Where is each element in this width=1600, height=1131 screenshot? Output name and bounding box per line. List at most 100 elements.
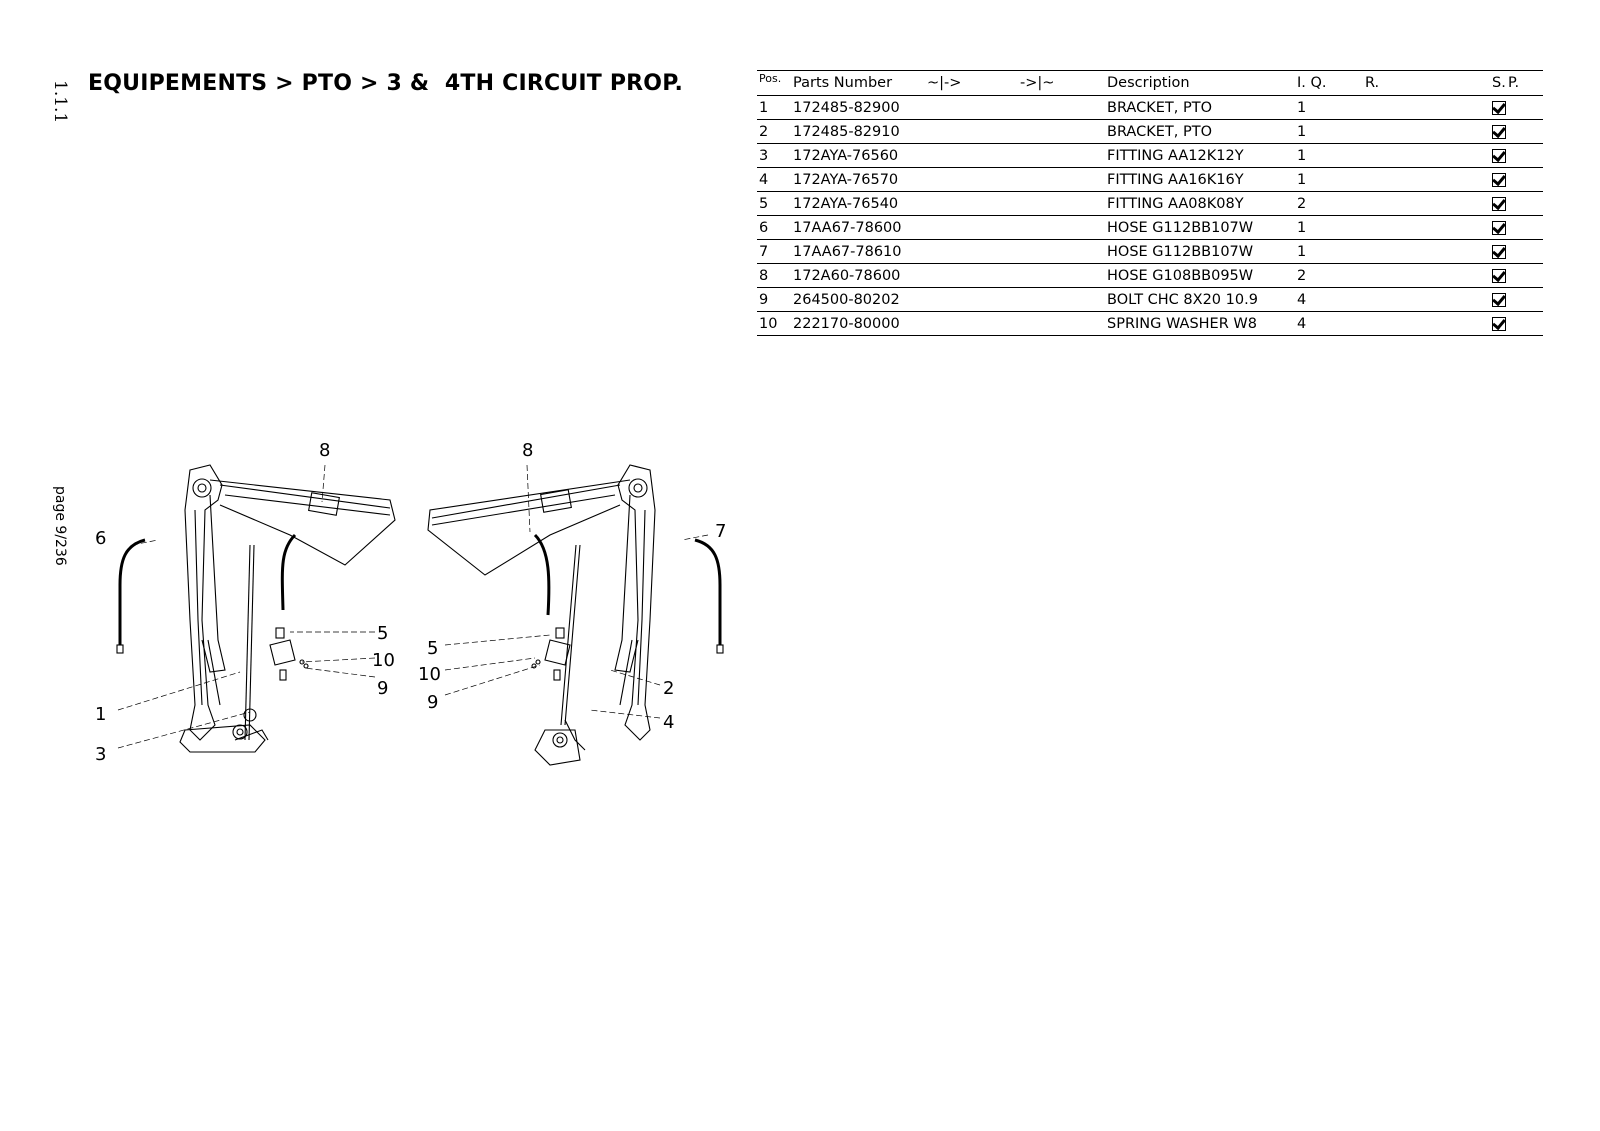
r-cell — [1363, 144, 1490, 168]
s-cell — [1490, 144, 1506, 168]
quantity-cell: 2 — [1297, 195, 1307, 212]
checked-checkbox-icon[interactable] — [1492, 124, 1506, 139]
quantity-cell: 1 — [1297, 147, 1307, 164]
table-row: 3 172AYA-76560 FITTING AA12K12Y 1 — [757, 144, 1543, 168]
r-cell — [1363, 168, 1490, 192]
header-parts-number: Parts Number — [793, 75, 893, 91]
r-cell — [1363, 240, 1490, 264]
callout-label: 10 — [372, 650, 395, 671]
description-cell: HOSE G108BB095W — [1107, 267, 1254, 284]
r-cell — [1363, 192, 1490, 216]
r-cell — [1363, 96, 1490, 120]
p-cell — [1506, 96, 1543, 120]
r-cell — [1363, 216, 1490, 240]
checked-checkbox-icon[interactable] — [1492, 100, 1506, 115]
header-iq: I. Q. — [1297, 75, 1327, 91]
quantity-cell: 1 — [1297, 219, 1307, 236]
callout-label: 6 — [95, 528, 106, 549]
pos-cell: 3 — [759, 147, 769, 164]
callout-label: 10 — [418, 664, 441, 685]
section-number: 1.1.1 — [50, 80, 70, 124]
part-number-cell: 222170-80000 — [793, 315, 900, 332]
p-cell — [1506, 120, 1543, 144]
from-cell — [925, 288, 1018, 312]
pos-cell: 1 — [759, 99, 769, 116]
to-cell — [1018, 312, 1105, 336]
r-cell — [1363, 288, 1490, 312]
s-cell — [1490, 288, 1506, 312]
part-number-cell: 172AYA-76540 — [793, 195, 899, 212]
pos-cell: 6 — [759, 219, 769, 236]
checked-checkbox-icon[interactable] — [1492, 220, 1506, 235]
parts-table: Pos. Parts Number ~|-> ->|~ Description … — [757, 70, 1543, 336]
from-cell — [925, 96, 1018, 120]
p-cell — [1506, 264, 1543, 288]
s-cell — [1490, 240, 1506, 264]
callout-label: 3 — [95, 744, 106, 765]
part-number-cell: 172AYA-76570 — [793, 171, 899, 188]
part-number-cell: 172485-82900 — [793, 99, 900, 116]
from-cell — [925, 192, 1018, 216]
to-cell — [1018, 288, 1105, 312]
right-boom-assembly — [427, 464, 724, 766]
to-cell — [1018, 240, 1105, 264]
callout-label: 9 — [427, 692, 438, 713]
callout-label: 9 — [377, 678, 388, 699]
description-cell: FITTING AA08K08Y — [1107, 195, 1244, 212]
header-r: R. — [1365, 75, 1380, 91]
checked-checkbox-icon[interactable] — [1492, 148, 1506, 163]
description-cell: BRACKET, PTO — [1107, 123, 1212, 140]
quantity-cell: 1 — [1297, 99, 1307, 116]
pos-cell: 8 — [759, 267, 769, 284]
header-description: Description — [1107, 75, 1190, 91]
description-cell: BOLT CHC 8X20 10.9 — [1107, 291, 1258, 308]
from-cell — [925, 240, 1018, 264]
checked-checkbox-icon[interactable] — [1492, 244, 1506, 259]
s-cell — [1490, 120, 1506, 144]
r-cell — [1363, 264, 1490, 288]
pos-cell: 2 — [759, 123, 769, 140]
checked-checkbox-icon[interactable] — [1492, 172, 1506, 187]
quantity-cell: 4 — [1297, 291, 1307, 308]
callout-label: 8 — [522, 440, 533, 461]
part-number-cell: 172AYA-76560 — [793, 147, 899, 164]
quantity-cell: 1 — [1297, 243, 1307, 260]
quantity-cell: 1 — [1297, 171, 1307, 188]
to-cell — [1018, 168, 1105, 192]
part-number-cell: 172A60-78600 — [793, 267, 901, 284]
pos-cell: 4 — [759, 171, 769, 188]
description-cell: HOSE G112BB107W — [1107, 219, 1254, 236]
checked-checkbox-icon[interactable] — [1492, 196, 1506, 211]
p-cell — [1506, 312, 1543, 336]
s-cell — [1490, 216, 1506, 240]
pos-cell: 9 — [759, 291, 769, 308]
from-cell — [925, 216, 1018, 240]
from-cell — [925, 312, 1018, 336]
to-cell — [1018, 216, 1105, 240]
p-cell — [1506, 216, 1543, 240]
header-s: S. — [1492, 75, 1506, 91]
p-cell — [1506, 288, 1543, 312]
p-cell — [1506, 168, 1543, 192]
description-cell: FITTING AA12K12Y — [1107, 147, 1244, 164]
table-header-row: Pos. Parts Number ~|-> ->|~ Description … — [757, 70, 1543, 96]
header-p: P. — [1508, 75, 1520, 91]
checked-checkbox-icon[interactable] — [1492, 268, 1506, 283]
quantity-cell: 4 — [1297, 315, 1307, 332]
callout-label: 5 — [427, 638, 438, 659]
header-to: ->|~ — [1020, 75, 1055, 91]
header-from: ~|-> — [927, 75, 962, 91]
to-cell — [1018, 96, 1105, 120]
checked-checkbox-icon[interactable] — [1492, 316, 1506, 331]
p-cell — [1506, 240, 1543, 264]
callout-label: 1 — [95, 704, 106, 725]
checked-checkbox-icon[interactable] — [1492, 292, 1506, 307]
callout-label: 4 — [663, 712, 674, 733]
